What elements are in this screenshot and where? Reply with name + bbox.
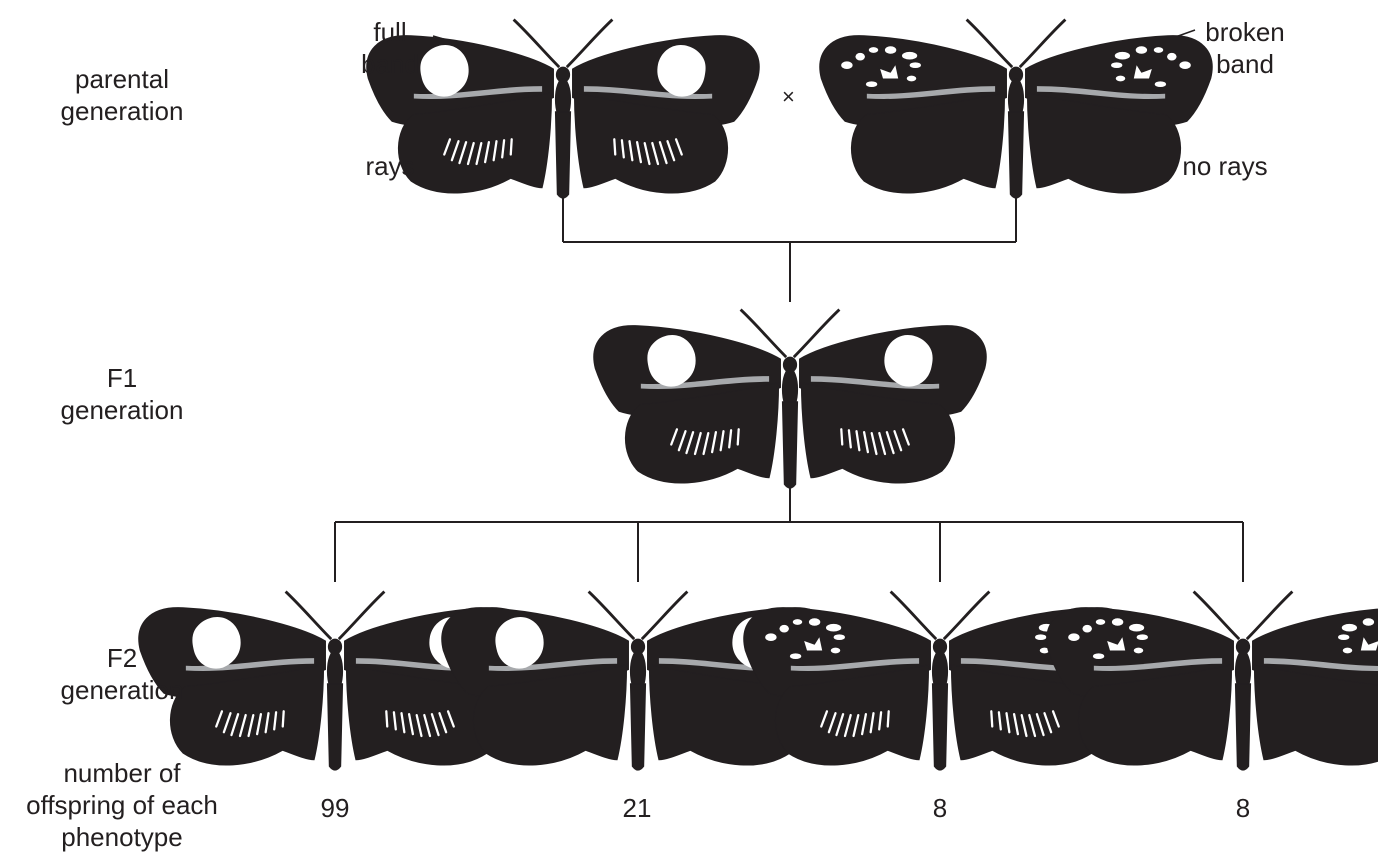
- offspring-count-4: 8: [1235, 793, 1251, 823]
- f1-butterfly: [592, 308, 988, 490]
- row-label-parental: parental generation: [2, 63, 242, 127]
- row-label-f2-line1: F2: [106, 643, 138, 673]
- row-label-counts-line3: phenotype: [61, 822, 183, 852]
- cross-symbol: ×: [782, 84, 795, 109]
- row-label-f1-line2: generation: [60, 395, 184, 425]
- offspring-count-1: 99: [320, 793, 350, 823]
- row-label-f2: F2 generation: [2, 642, 242, 706]
- annotation-broken-band: broken band: [1190, 16, 1300, 80]
- row-label-counts-line1: number of: [63, 758, 181, 788]
- annotation-broken-band-line2: band: [1216, 49, 1274, 79]
- butterflies: [137, 18, 1378, 772]
- annotation-full-band-line1: full: [373, 17, 407, 47]
- row-label-f2-line2: generation: [60, 675, 184, 705]
- parent-butterfly-broken-band-no-rays: [818, 18, 1214, 200]
- row-label-f1-line1: F1: [106, 363, 138, 393]
- annotation-full-band: full band: [360, 16, 420, 80]
- parent-butterfly-full-band-rays: [365, 18, 761, 200]
- annotation-no-rays: no rays: [1182, 151, 1268, 181]
- f2-butterfly-4: [1045, 590, 1378, 772]
- annotation-broken-band-line1: broken: [1205, 17, 1285, 47]
- offspring-count-3: 8: [932, 793, 948, 823]
- row-label-parental-line1: parental: [75, 64, 169, 94]
- row-label-counts-line2: offspring of each: [26, 790, 218, 820]
- row-label-parental-line2: generation: [60, 96, 184, 126]
- row-label-f1: F1 generation: [2, 362, 242, 426]
- pedigree-lines: [334, 192, 1244, 582]
- offspring-count-2: 21: [622, 793, 652, 823]
- annotation-rays: rays: [365, 151, 415, 181]
- row-label-counts: number of offspring of each phenotype: [2, 757, 242, 853]
- annotation-full-band-line2: band: [361, 49, 419, 79]
